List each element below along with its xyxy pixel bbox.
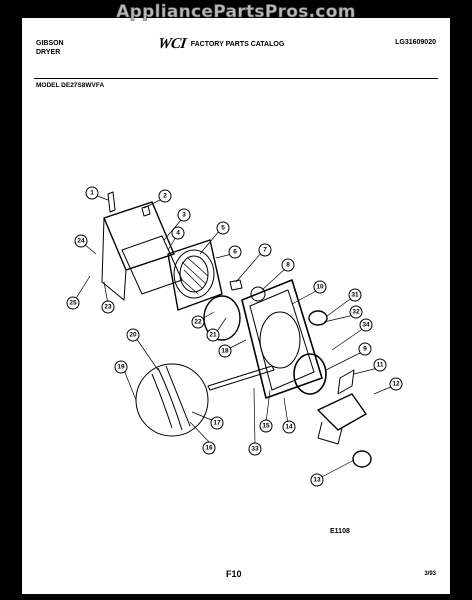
product-type: DRYER	[36, 49, 61, 56]
brand-name: GIBSON	[36, 40, 64, 47]
callout-24: 24	[77, 238, 85, 245]
figure-code: E1108	[330, 528, 350, 535]
callout-5: 5	[221, 225, 225, 232]
part-front-panel	[241, 279, 323, 399]
date-code: 3/93	[424, 571, 436, 577]
catalog-title: FACTORY PARTS CATALOG	[190, 41, 285, 48]
catalog-number: LG31609020	[395, 39, 436, 46]
model-number: MODEL DE27S8WVFA	[36, 82, 105, 89]
callout-25: 25	[69, 300, 77, 307]
header-divider	[34, 78, 438, 79]
part-door-switch-bar	[207, 365, 275, 391]
part-door-side	[101, 217, 127, 301]
parts-catalog-page: GIBSON DRYER WCI FACTORY PARTS CATALOG L…	[22, 18, 450, 594]
part-door-opening	[259, 311, 301, 369]
part-door-outer-panel	[103, 201, 175, 271]
callout-20: 20	[129, 332, 137, 339]
callout-2: 2	[163, 193, 167, 200]
catalog-header: WCI FACTORY PARTS CATALOG	[157, 36, 285, 53]
callout-13: 13	[313, 477, 321, 484]
detail-wiring	[151, 365, 191, 431]
part-seal-13	[352, 450, 372, 468]
callout-4: 4	[176, 230, 180, 237]
callout-19: 19	[117, 364, 125, 371]
callout-22: 22	[194, 319, 202, 326]
part-bracket	[337, 369, 355, 395]
callout-33: 33	[251, 446, 259, 453]
part-front-panel-inner	[249, 289, 315, 391]
callout-14: 14	[285, 424, 293, 431]
callout-1: 1	[90, 190, 94, 197]
part-ring-31	[308, 310, 328, 326]
callout-3: 3	[182, 212, 186, 219]
brand-block: GIBSON DRYER	[36, 39, 64, 57]
part-filter-housing	[167, 239, 223, 311]
part-bumper	[250, 286, 266, 302]
part-blower-housing	[317, 393, 367, 431]
part-blower-duct	[317, 421, 343, 445]
part-clip	[107, 191, 116, 213]
callout-23: 23	[104, 304, 112, 311]
callout-32: 32	[352, 309, 360, 316]
callout-18: 18	[221, 348, 229, 355]
callout-15: 15	[262, 423, 270, 430]
callout-6: 6	[233, 249, 237, 256]
callout-7: 7	[263, 247, 267, 254]
exploded-parts-diagram: 1 2 3 4 5 6 7 8 9 10 11 12 13 14 15 16 1…	[66, 186, 403, 487]
part-ring-bearing	[293, 353, 327, 395]
callout-10: 10	[316, 284, 324, 291]
part-hinge-pin	[229, 279, 243, 291]
part-filter-ring-inner	[179, 255, 209, 293]
callout-11: 11	[377, 362, 384, 369]
callout-8: 8	[286, 262, 290, 269]
part-filter-mesh	[179, 257, 209, 295]
callout-17: 17	[213, 420, 221, 427]
part-door-handle	[141, 205, 151, 217]
callout-21: 21	[209, 332, 217, 339]
callout-31: 31	[351, 292, 359, 299]
part-filter-ring	[173, 249, 215, 299]
callout-16: 16	[205, 445, 213, 452]
callout-9: 9	[363, 346, 367, 353]
callout-34: 34	[362, 322, 370, 329]
watermark: AppliancePartsPros.com	[116, 2, 356, 23]
page-code: F10	[226, 569, 242, 579]
callout-12: 12	[392, 381, 400, 388]
